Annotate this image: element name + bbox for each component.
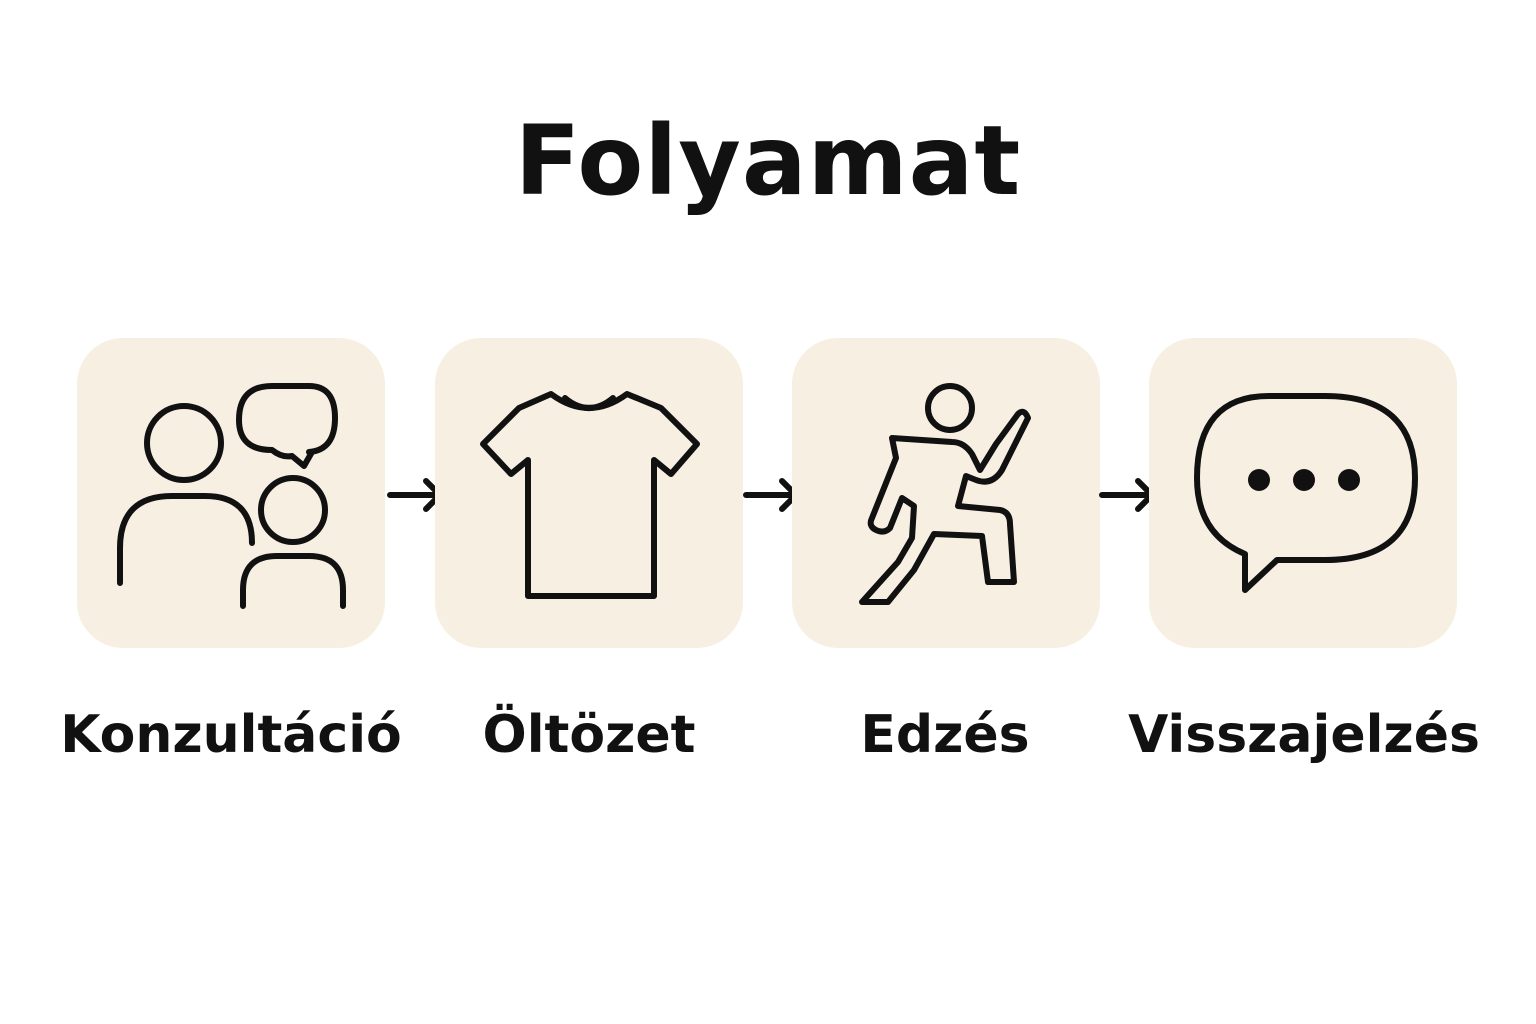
page-title: Folyamat xyxy=(514,105,1022,217)
chat-bubble-dots-icon xyxy=(1194,393,1418,593)
people-speech-bubble-icon xyxy=(117,383,346,609)
step-label-consultation: Konzultáció xyxy=(60,705,402,765)
step-training-box xyxy=(792,338,1100,648)
step-label-training: Edzés xyxy=(860,705,1030,765)
step-consultation-box xyxy=(77,338,385,648)
step-label-feedback: Visszajelzés xyxy=(1128,705,1480,765)
step-outfit-box xyxy=(435,338,743,648)
t-shirt-icon xyxy=(480,391,700,599)
step-feedback-box xyxy=(1149,338,1457,648)
running-person-icon xyxy=(859,383,1031,605)
step-label-outfit: Öltözet xyxy=(482,705,696,765)
